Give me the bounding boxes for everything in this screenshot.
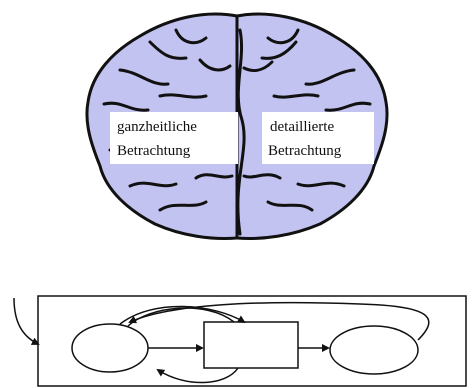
flow-diagram bbox=[14, 296, 466, 386]
left-label-line1: ganzheitliche bbox=[117, 119, 197, 135]
right-label-line1: detaillierte bbox=[270, 119, 334, 135]
right-label-line2: Betrachtung bbox=[268, 143, 342, 159]
right-ellipse-node bbox=[330, 326, 418, 374]
center-box-node bbox=[204, 322, 298, 368]
incoming-arrow bbox=[14, 298, 38, 344]
system-boundary-box bbox=[38, 296, 466, 386]
left-label-line2: Betrachtung bbox=[117, 143, 191, 159]
left-ellipse-node bbox=[72, 324, 148, 372]
loop-center-to-left-bottom bbox=[158, 368, 238, 383]
brain-illustration: ganzheitliche Betrachtung detaillierte B… bbox=[87, 14, 387, 238]
